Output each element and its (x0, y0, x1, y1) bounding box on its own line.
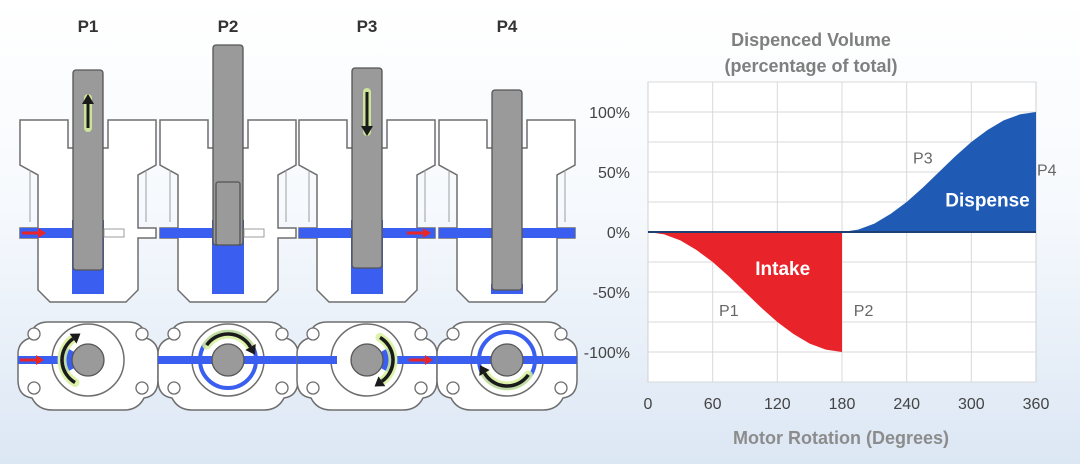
rotation-arrow-head (245, 344, 256, 355)
port-fluid (299, 228, 354, 238)
mount-hole (275, 327, 289, 341)
y-tick-label: -100% (584, 345, 630, 362)
port-fluid (160, 228, 215, 238)
chart-subtitle: (percentage of total) (724, 56, 897, 76)
rotation-arrow-arc (379, 335, 395, 383)
inlet-fluid (20, 228, 75, 238)
pump-cycle-diagram: P1 P2 P3 P4 (17, 17, 578, 411)
pump-top-view (17, 321, 159, 411)
rotor-piston (211, 343, 245, 377)
dispense-label: Dispense (945, 191, 1029, 212)
x-tick-label: 360 (1023, 396, 1050, 413)
pump-stage-p2: P2 (157, 17, 299, 411)
rotor-piston (350, 343, 384, 377)
rotate-cw-bottom-icon (479, 365, 533, 391)
intake-flow-arrow (22, 228, 46, 238)
dispense-flow-arrow (407, 228, 431, 238)
y-tick-label: 0% (607, 225, 630, 242)
stage-label: P1 (78, 17, 99, 36)
mount-hole (554, 381, 568, 395)
pump-side-view (298, 67, 436, 303)
stage-label: P3 (357, 17, 378, 36)
position-marker: P2 (854, 303, 874, 320)
x-tick-label: 180 (829, 396, 856, 413)
pump-stage-p3: P3 (296, 17, 438, 411)
x-axis-label: Motor Rotation (Degrees) (733, 428, 949, 448)
inlet-channel (297, 356, 337, 364)
x-tick-label: 120 (764, 396, 791, 413)
mount-hole (446, 327, 460, 341)
pump-top-view (436, 321, 578, 411)
down-arrow-icon (361, 88, 373, 136)
y-tick-label: -50% (593, 285, 630, 302)
rotation-arrow-arc (60, 337, 76, 385)
pump-stage-p1: P1 (17, 17, 159, 411)
pump-side-view (438, 89, 576, 303)
mount-hole (306, 327, 320, 341)
position-marker: P3 (913, 151, 933, 168)
up-arrow-icon (82, 94, 94, 132)
closed-port (103, 228, 125, 238)
intake-label: Intake (755, 259, 810, 280)
piston-swing-section (215, 181, 241, 246)
pump-stage-p4: P4 (436, 17, 578, 411)
arrow-head (82, 94, 94, 104)
x-tick-label: 60 (704, 396, 722, 413)
pump-top-view (157, 321, 299, 411)
closed-port (243, 228, 265, 238)
y-tick-label: 100% (589, 105, 630, 122)
dispensed-volume-chart: Dispenced Volume (percentage of total) M… (584, 30, 1057, 448)
series-area-intake (648, 232, 842, 352)
series-area-dispense (842, 112, 1036, 232)
flow-arrow-head (423, 228, 431, 238)
x-tick-label: 240 (893, 396, 920, 413)
position-marker: P4 (1037, 163, 1057, 180)
mount-hole (554, 327, 568, 341)
mount-hole (446, 381, 460, 395)
rotation-arrow-head (69, 333, 81, 344)
mount-hole (306, 381, 320, 395)
rotation-arrow-arc (205, 332, 253, 348)
piston (72, 69, 104, 271)
rotor-piston (71, 343, 105, 377)
pump-top-view (296, 321, 438, 411)
mount-hole (135, 327, 149, 341)
piston (491, 89, 523, 291)
y-tick-label: 50% (598, 165, 630, 182)
piston (351, 67, 383, 269)
pump-side-view (19, 69, 157, 303)
flow-arrow-head (38, 228, 46, 238)
stage-label: P2 (218, 17, 239, 36)
mount-hole (414, 381, 428, 395)
mount-hole (167, 327, 181, 341)
position-marker: P1 (719, 303, 739, 320)
intake-flow-arrow (20, 355, 44, 365)
mount-hole (275, 381, 289, 395)
arrow-head (361, 126, 373, 136)
flow-arrow-head (425, 355, 433, 365)
stage-label: P4 (497, 17, 518, 36)
flow-arrow-head (36, 355, 44, 365)
rotate-cw-right-icon (374, 332, 398, 387)
mount-hole (135, 381, 149, 395)
mount-hole (27, 327, 41, 341)
rotation-arrow-arc (482, 372, 530, 388)
rotor-piston (490, 343, 524, 377)
mount-hole (414, 327, 428, 341)
x-tick-label: 300 (958, 396, 985, 413)
pump-side-view (159, 44, 297, 303)
rotation-arrow-head (374, 376, 386, 387)
mount-hole (167, 381, 181, 395)
chart-title: Dispenced Volume (731, 30, 891, 50)
rotate-cw-top-icon (202, 329, 256, 355)
x-tick-label: 0 (644, 396, 653, 413)
rotation-arrow-head (479, 365, 490, 376)
rotate-cw-left-icon (57, 333, 81, 388)
mount-hole (27, 381, 41, 395)
dispense-flow-arrow (409, 355, 433, 365)
